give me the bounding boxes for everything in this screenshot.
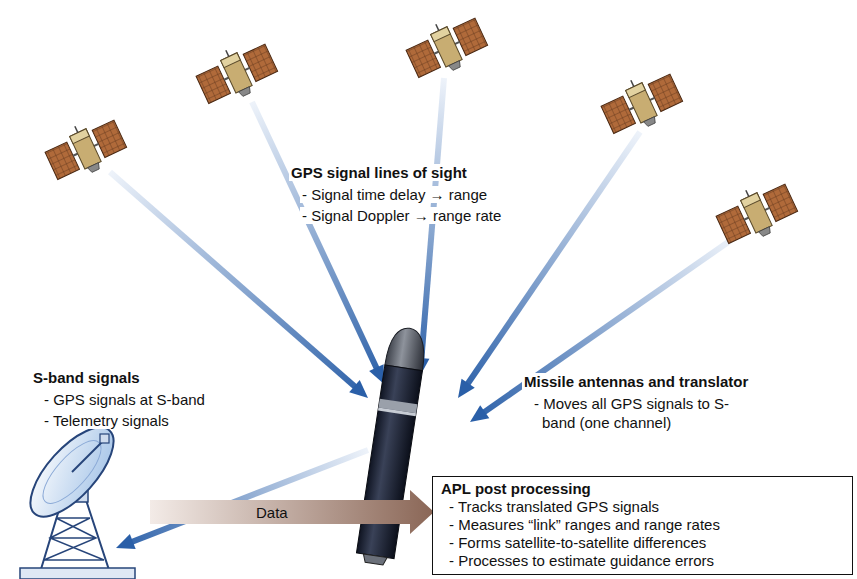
gps-satellite (401, 8, 491, 85)
arrowhead (470, 405, 489, 422)
bullet-note: - GPS signals at S-band (42, 390, 207, 409)
arrow-label: Data (254, 503, 290, 522)
arrowhead (458, 379, 475, 398)
bullet-note: - Moves all GPS signals to S-band (one c… (532, 394, 752, 432)
process-box: APL post processing- Tracks translated G… (432, 476, 853, 575)
label-text: - Moves all GPS signals to S-band (one c… (532, 395, 729, 431)
label-text: - GPS signals at S-band (42, 391, 207, 408)
arrowhead (369, 364, 384, 384)
label-text: - Signal time delay → range (300, 186, 489, 203)
box-heading: APL post processing (441, 480, 842, 498)
label-text: - Signal Doppler → range rate (300, 207, 503, 224)
box-bullet: - Forms satellite-to-satellite differenc… (441, 534, 842, 552)
label-text: - Telemetry signals (42, 412, 171, 429)
label-text: S-band signals (31, 369, 142, 386)
group-heading: Missile antennas and translator (522, 372, 750, 391)
signal-line (252, 102, 377, 370)
label-text: GPS signal lines of sight (289, 164, 469, 181)
arrowhead (349, 380, 368, 398)
group-heading: GPS signal lines of sight (289, 163, 469, 182)
group-heading: S-band signals (31, 368, 142, 387)
box-bullet: - Measures “link” ranges and range rates (441, 516, 842, 534)
box-bullet: - Processes to estimate guidance errors (441, 552, 842, 570)
data-arrow (150, 490, 434, 534)
bullet-note: - Signal time delay → range (300, 185, 489, 204)
gps-satellite (711, 174, 801, 251)
signal-line (110, 172, 356, 387)
bullet-note: - Telemetry signals (42, 411, 171, 430)
gps-satellite (40, 110, 130, 187)
label-text: Data (254, 504, 290, 521)
bullet-note: - Signal Doppler → range rate (300, 206, 503, 225)
signal-line (131, 450, 368, 542)
missile (355, 325, 428, 566)
signal-line (467, 132, 640, 385)
gps-satellite (191, 34, 281, 111)
box-bullet: - Tracks translated GPS signals (441, 498, 842, 516)
gps-satellite (596, 64, 686, 141)
label-text: Missile antennas and translator (522, 373, 750, 390)
ground-antenna (17, 414, 135, 579)
arrowhead (116, 534, 136, 549)
gps-satellites (40, 8, 801, 251)
